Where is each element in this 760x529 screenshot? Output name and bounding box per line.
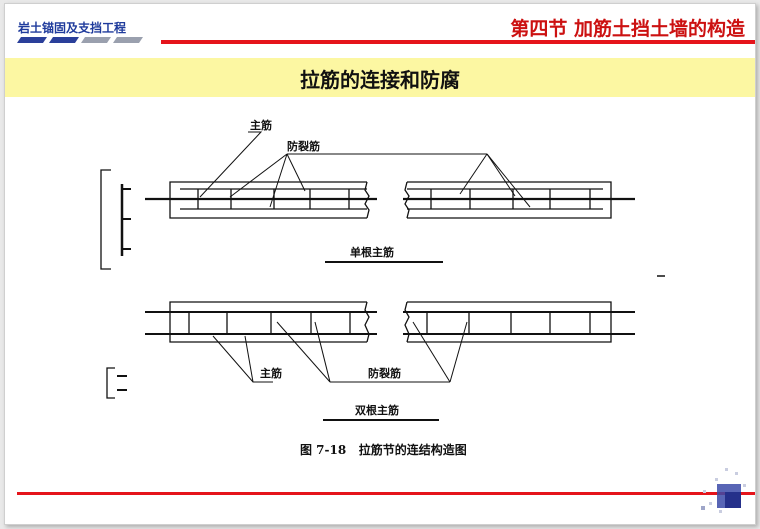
- double-bar-right-panel: [403, 301, 635, 343]
- footer-divider: [17, 492, 755, 495]
- rebar-connection-diagram: 主筋 防裂筋 单根主筋 主筋 防裂筋 双根主筋 图 7-18 拉筋节的连结构造图: [100, 118, 665, 457]
- slide-title: 拉筋的连接和防腐: [300, 68, 460, 92]
- label-main-bar-top: 主筋: [250, 118, 272, 132]
- wall-symbol-bottom: [106, 367, 127, 399]
- double-bar-left-panel: [145, 301, 377, 343]
- slide: 岩土锚固及支挡工程 第四节 加筋土挡土墙的构造 拉筋的连接和防腐: [4, 3, 756, 525]
- header-divider: [161, 40, 755, 44]
- label-main-bar-bottom: 主筋: [260, 366, 282, 380]
- label-crack-bar-top: 防裂筋: [287, 139, 320, 153]
- label-crack-bar-bottom: 防裂筋: [368, 366, 401, 380]
- section-title: 第四节 加筋土挡土墙的构造: [510, 18, 745, 40]
- bottom-leader-lines: [212, 321, 468, 383]
- wall-symbol-top: [100, 169, 131, 270]
- label-double-bar: 双根主筋: [355, 403, 399, 417]
- header-stripes: [17, 37, 143, 43]
- course-title: 岩土锚固及支挡工程: [18, 21, 127, 35]
- label-single-bar: 单根主筋: [350, 245, 394, 259]
- single-bar-right-panel: [403, 181, 635, 219]
- title-banner: [5, 58, 755, 97]
- corner-decoration: [701, 468, 746, 513]
- single-bar-left-panel: [145, 181, 377, 219]
- figure-caption: 图 7-18 拉筋节的连结构造图: [300, 442, 467, 457]
- top-leader-lines: [199, 131, 531, 208]
